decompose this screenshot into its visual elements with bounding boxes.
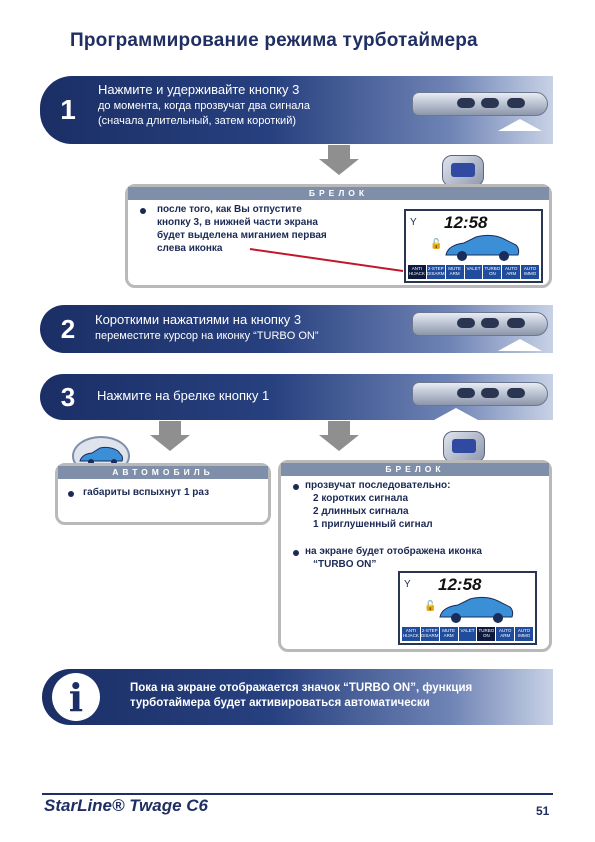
car-box-text: габариты вспыхнут 1 раз: [83, 487, 210, 498]
box2-bullet1-line2: 2 коротких сигнала: [313, 493, 409, 504]
fob-box-2-header: БРЕЛОК: [281, 463, 549, 476]
lcd-time: 12:58: [438, 575, 482, 594]
car-icon: [445, 234, 520, 261]
step-2-line1: Короткими нажатиями на кнопку 3: [95, 312, 302, 327]
info-bar: i Пока на экране отображается значок “TU…: [42, 669, 553, 725]
car-box-header: АВТОМОБИЛЬ: [58, 466, 268, 479]
car-info-box: АВТОМОБИЛЬ габариты вспыхнут 1 раз: [55, 463, 271, 525]
button-pointer-icon: [498, 339, 542, 351]
lcd-icon-valet: VALET: [458, 627, 477, 641]
lcd-time: 12:58: [444, 213, 488, 232]
lock-icon: 🔓: [424, 601, 437, 612]
box1-line3: будет выделена миганием первая: [157, 230, 327, 241]
step-2-number: 2: [60, 314, 76, 344]
arrow-down-icon: [319, 421, 359, 451]
page-title: Программирование режима турботаймера: [70, 30, 478, 51]
key-fob-icon: [442, 155, 484, 187]
bullet-icon: [293, 550, 299, 556]
step-1-number: 1: [60, 94, 76, 125]
arrow-down-icon: [150, 421, 190, 451]
lock-icon: 🔓: [430, 239, 443, 250]
fob-info-box-1: БРЕЛОК после того, как Вы отпустите кноп…: [125, 184, 552, 288]
box2-bullet1-line4: 1 приглушенный сигнал: [313, 519, 433, 530]
car-icon: [439, 596, 514, 623]
brand-logo: StarLine® Twage C6: [44, 796, 208, 815]
button-pointer-icon: [498, 119, 542, 131]
remote-control-icon: [412, 92, 548, 116]
box2-bullet2-line1: на экране будет отображена иконка: [305, 546, 482, 557]
remote-control-icon: [412, 312, 548, 336]
box2-bullet1-line1: прозвучат последовательно:: [305, 480, 451, 491]
step-3-number: 3: [60, 382, 76, 412]
bullet-icon: [293, 484, 299, 490]
lcd-icon-valet: VALET: [464, 265, 483, 279]
info-line1: Пока на экране отображается значок “TURB…: [130, 682, 473, 694]
fob-info-box-2: БРЕЛОК прозвучат последовательно: 2 коро…: [278, 460, 552, 652]
step-2-line2: переместите курсор на иконку “TURBO ON”: [95, 330, 319, 342]
button-pointer-icon: [434, 408, 478, 420]
box1-line4: слева иконка: [157, 243, 223, 254]
bullet-icon: [140, 208, 146, 214]
pointer-line-icon: [249, 248, 404, 272]
step-1-line1: Нажмите и удерживайте кнопку 3: [98, 82, 300, 97]
info-line2: турботаймера будет активироваться автома…: [130, 697, 430, 709]
fob-box-1-header: БРЕЛОК: [128, 187, 549, 200]
box2-bullet1-line3: 2 длинных сигнала: [313, 506, 409, 517]
step-1-line2: до момента, когда прозвучат два сигнала: [98, 100, 310, 112]
antenna-icon: Y: [410, 217, 417, 228]
antenna-icon: Y: [404, 579, 411, 590]
arrow-down-icon: [319, 145, 359, 175]
key-fob-icon: [443, 431, 485, 463]
remote-control-icon: [412, 382, 548, 406]
bullet-icon: [68, 491, 74, 497]
box2-bullet2-line2: “TURBO ON”: [313, 559, 377, 570]
footer-rule: [42, 793, 553, 795]
box1-line1: после того, как Вы отпустите: [157, 204, 302, 215]
step-3-line1: Нажмите на брелке кнопку 1: [97, 388, 270, 403]
info-icon: i: [52, 673, 100, 721]
page-number: 51: [536, 804, 550, 818]
box1-line2: кнопку 3, в нижней части экрана: [157, 217, 318, 228]
step-1-line3: (сначала длительный, затем короткий): [98, 115, 297, 127]
